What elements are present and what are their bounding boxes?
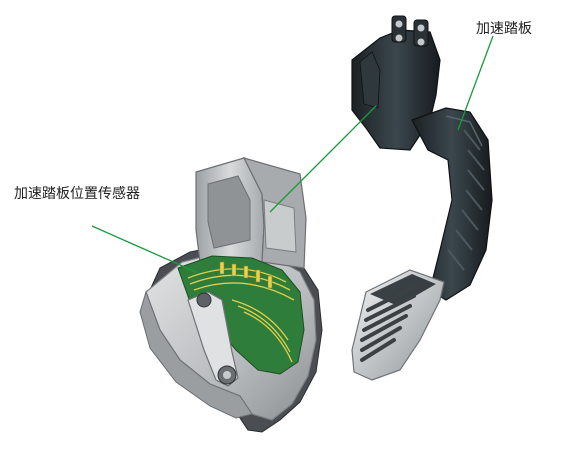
sensor-to-pedal-leader-line [269,105,377,213]
sensor-leader-line [91,225,197,273]
sensor-label: 加速踏板位置传感器 [14,186,140,202]
mounting-stud-icon [391,15,429,47]
sensor-cutaway-illustration [139,157,323,433]
pedal-leader-line [457,35,494,131]
connector-icon [195,157,307,271]
pedal-illustration [351,15,493,381]
leader-lines [91,35,494,273]
pedal-label: 加速踏板 [476,21,532,37]
